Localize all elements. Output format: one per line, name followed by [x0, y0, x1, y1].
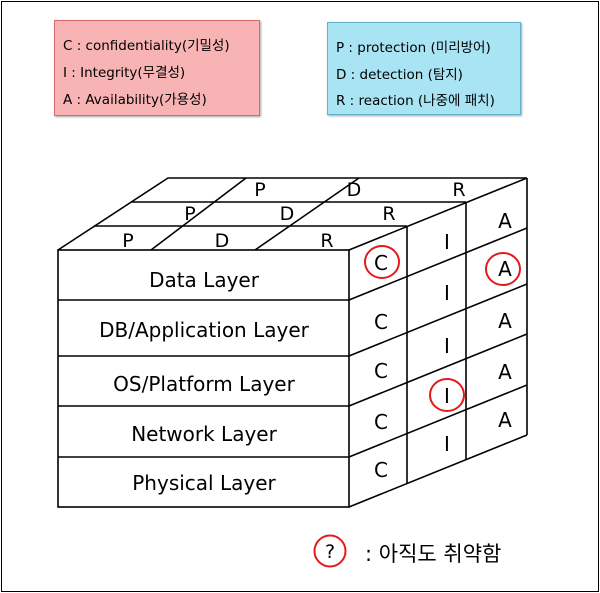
pdr-legend-box: P : protection (미리방어) D : detection (탐지)… [327, 22, 521, 115]
front-face [57, 249, 350, 508]
a-column-label: A [498, 360, 512, 384]
layer-label: OS/Platform Layer [113, 372, 295, 396]
i-column-label: I [444, 334, 450, 358]
c-column-label: C [374, 251, 388, 275]
top-face-label: P [122, 230, 133, 252]
top-face-label: R [382, 203, 395, 225]
top-face [57, 177, 528, 251]
legend-protection: P : protection (미리방어) [336, 40, 491, 56]
top-face-label: D [215, 230, 230, 252]
a-column-label: A [498, 408, 512, 432]
c-column-label: C [374, 458, 388, 482]
layer-label: Physical Layer [132, 471, 276, 495]
i-column-label: I [444, 432, 450, 456]
key-circle-icon [313, 534, 347, 568]
top-face-label: R [452, 179, 465, 201]
vulnerable-marker-a [485, 252, 521, 286]
vulnerable-marker-i [429, 378, 465, 412]
key-text: : 아직도 취약함 [365, 542, 502, 566]
legend-detection: D : detection (탐지) [336, 67, 463, 83]
legend-reaction: R : reaction (나중에 패치) [336, 93, 495, 109]
i-column-label: I [444, 384, 450, 408]
legend-integrity: I : Integrity(무결성) [63, 65, 186, 81]
cia-legend-box: C : confidentiality(기밀성) I : Integrity(무… [54, 20, 260, 116]
top-face-label: D [347, 179, 362, 201]
cube-outline [57, 177, 528, 508]
a-column-label: A [498, 209, 512, 233]
a-column-label: A [498, 309, 512, 333]
i-column-label: I [444, 281, 450, 305]
layer-label: Data Layer [149, 268, 260, 292]
top-face-label: D [280, 203, 295, 225]
key-symbol: ? [325, 541, 335, 563]
layer-label: Network Layer [131, 422, 277, 446]
top-face-label: P [254, 179, 265, 201]
c-column-label: C [374, 410, 388, 434]
legend-confidentiality: C : confidentiality(기밀성) [63, 38, 230, 54]
top-face-label: P [184, 203, 195, 225]
legend-availability: A : Availability(가용성) [63, 92, 207, 108]
a-column-label: A [498, 257, 512, 281]
layer-label: DB/Application Layer [99, 318, 310, 342]
vulnerable-marker-c [364, 245, 400, 279]
top-face-label: R [320, 230, 333, 252]
i-column-label: I [444, 230, 450, 254]
c-column-label: C [374, 310, 388, 334]
c-column-label: C [374, 359, 388, 383]
